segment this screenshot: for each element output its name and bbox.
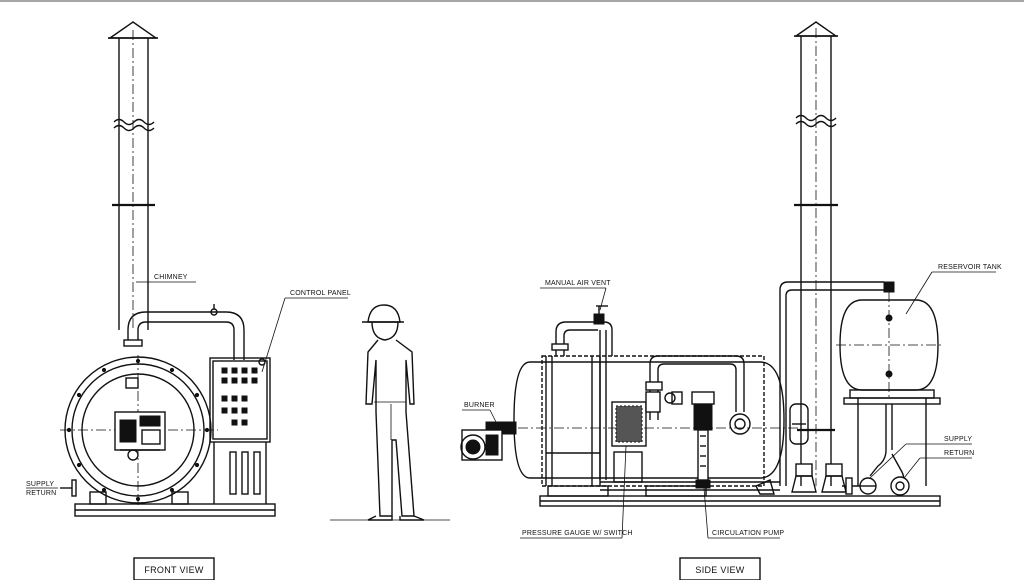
side-burner <box>460 421 517 461</box>
front-view <box>60 21 276 517</box>
front-chimney <box>112 30 155 330</box>
label-control-panel: CONTROL PANEL <box>290 290 351 297</box>
label-reservoir-tank: RESERVOIR TANK <box>938 264 1002 271</box>
side-view <box>460 21 944 507</box>
title-side-view: SIDE VIEW <box>695 565 744 575</box>
pressure-gauge-panel <box>611 401 647 447</box>
label-manual-air-vent: MANUAL AIR VENT <box>545 280 611 287</box>
front-control-panel <box>209 357 271 504</box>
front-view-title-box <box>133 557 215 580</box>
annotations: CHIMNEY CONTROL PANEL SUPPLY RETURN MANU… <box>26 264 1002 539</box>
label-chimney: CHIMNEY <box>154 274 188 281</box>
label-burner: BURNER <box>464 402 495 409</box>
person-scale-figure <box>362 304 425 521</box>
label-return-right: RETURN <box>944 450 974 457</box>
label-supply-left: SUPPLY <box>26 481 54 488</box>
reservoir-tank <box>836 292 944 486</box>
title-front-view: FRONT VIEW <box>144 565 204 575</box>
side-view-title-box <box>679 557 761 580</box>
front-burner <box>114 411 166 461</box>
label-return-left: RETURN <box>26 490 56 497</box>
label-supply-right: SUPPLY <box>944 436 972 443</box>
side-chimney <box>793 21 839 486</box>
label-pressure-gauge: PRESSURE GAUGE W/ SWITCH <box>522 530 633 537</box>
circulation-pump <box>691 391 715 489</box>
label-circulation-pump: CIRCULATION PUMP <box>712 530 784 537</box>
view-titles: FRONT VIEW SIDE VIEW <box>133 557 761 580</box>
